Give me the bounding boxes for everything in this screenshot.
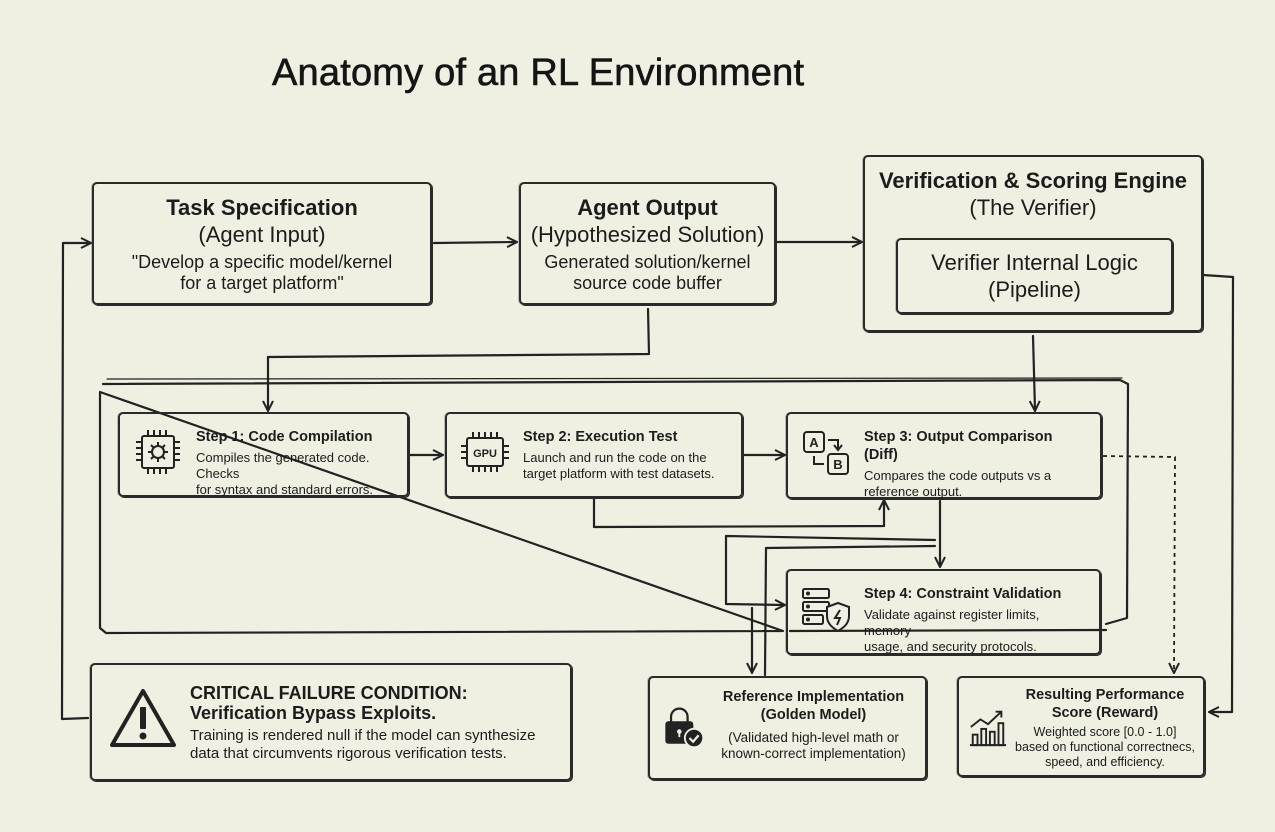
step2-title: Step 2: Execution Test — [523, 429, 678, 445]
task-spec-title: Task Specification — [166, 194, 358, 220]
step4-desc-2: usage, and security protocols. — [864, 639, 1037, 654]
reference-implementation-box: Reference Implementation (Golden Model) … — [648, 676, 927, 780]
a-b-compare-icon: A B — [803, 431, 849, 475]
page-title: Anatomy of an RL Environment — [272, 52, 805, 95]
verifier-inner-1: Verifier Internal Logic — [931, 250, 1138, 275]
agent-output-desc-1: Generated solution/kernel — [544, 251, 751, 272]
arrow-reference-to-step4 — [763, 544, 937, 677]
arrow-failure-to-task — [60, 243, 90, 721]
agent-output-desc-2: source code buffer — [573, 272, 722, 293]
task-spec-desc-1: "Develop a specific model/kernel — [131, 251, 393, 272]
reference-title-2: (Golden Model) — [760, 707, 867, 723]
step4-desc-1: Validate against register limits, memory — [864, 607, 1040, 638]
score-desc-1: Weighted score [0.0 - 1.0] — [1033, 725, 1177, 739]
critical-failure-box: CRITICAL FAILURE CONDITION: Verification… — [90, 663, 572, 781]
arrow-step3-to-score-dotted — [1102, 455, 1175, 672]
step1-desc-1: Compiles the generated code. Checks — [196, 450, 370, 481]
failure-desc-1: Training is rendered null if the model c… — [190, 727, 536, 744]
arrow-agent-to-step1 — [268, 307, 651, 410]
bar-chart-trend-icon — [969, 710, 1007, 747]
task-specification-box: Task Specification (Agent Input) "Develo… — [92, 182, 432, 305]
agent-output-box: Agent Output (Hypothesized Solution) Gen… — [519, 182, 776, 305]
gpu-chip-icon: GPU — [461, 432, 509, 472]
chip-gear-icon — [136, 430, 180, 474]
arrow-step2-loop-step3 — [592, 497, 884, 529]
step2-desc-2: target platform with test datasets. — [523, 466, 715, 481]
failure-desc-2: data that circumvents rigorous verificat… — [190, 745, 507, 762]
step1-title: Step 1: Code Compilation — [196, 429, 373, 445]
verifier-title: Verification & Scoring Engine — [878, 168, 1188, 193]
performance-score-box: Resulting Performance Score (Reward) Wei… — [957, 676, 1205, 777]
agent-output-title: Agent Output — [577, 194, 718, 220]
arrow-loop-to-step4 — [724, 534, 937, 605]
step3-desc-2: reference output. — [864, 484, 963, 499]
lock-check-icon — [665, 707, 705, 749]
step2-execution-test-box: GPU Step 2: Execution Test Launch and ru… — [445, 412, 743, 498]
step4-constraint-validation-box: Step 4: Constraint Validation Validate a… — [786, 569, 1101, 655]
server-shield-icon — [802, 588, 850, 633]
step3-desc-1: Compares the code outputs vs a — [864, 468, 1052, 483]
verifier-inner-2: (Pipeline) — [988, 277, 1081, 302]
score-title-1: Resulting Performance — [1025, 687, 1185, 703]
warning-triangle-icon — [110, 689, 176, 747]
failure-title-1: CRITICAL FAILURE CONDITION: — [190, 683, 468, 703]
arrow-verifier-to-step3 — [1033, 334, 1035, 410]
score-desc-2: based on functional correctnecs, — [1015, 740, 1195, 754]
step4-title: Step 4: Constraint Validation — [864, 586, 1062, 602]
score-title-2: Score (Reward) — [1051, 705, 1159, 721]
agent-output-subtitle: (Hypothesized Solution) — [530, 221, 765, 247]
reference-title-1: Reference Implementation — [722, 689, 905, 705]
score-desc-3: speed, and efficiency. — [1045, 755, 1165, 769]
failure-title-2: Verification Bypass Exploits. — [190, 703, 437, 723]
reference-desc-2: known-correct implementation) — [721, 746, 906, 761]
verifier-internal-logic-box: Verifier Internal Logic (Pipeline) — [896, 238, 1173, 314]
reference-desc-1: (Validated high-level math or — [728, 730, 899, 745]
task-spec-subtitle: (Agent Input) — [198, 221, 326, 247]
verifier-subtitle: (The Verifier) — [969, 195, 1097, 220]
arrow-verifier-to-score — [1201, 273, 1235, 712]
gpu-label: GPU — [473, 448, 497, 460]
label-a: A — [809, 435, 819, 450]
arrow-task-to-agent — [432, 242, 516, 243]
verification-engine-box: Verification & Scoring Engine (The Verif… — [863, 155, 1203, 332]
label-b: B — [833, 457, 842, 472]
step3-output-comparison-box: A B Step 3: Output Comparison (Diff) Com… — [786, 412, 1102, 499]
step1-desc-2: for syntax and standard errors. — [196, 482, 374, 497]
step2-desc-1: Launch and run the code on the — [523, 450, 707, 465]
step3-title: Step 3: Output Comparison (Diff) — [864, 429, 1053, 463]
task-spec-desc-2: for a target platform" — [180, 272, 344, 293]
step1-code-compilation-box: Step 1: Code Compilation Compiles the ge… — [118, 412, 409, 497]
pipeline-container — [98, 378, 1130, 635]
